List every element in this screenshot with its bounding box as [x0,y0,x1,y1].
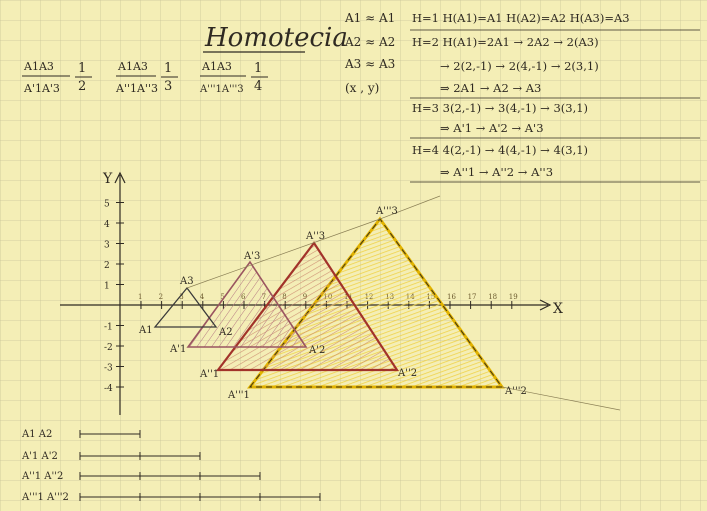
vertex-label: A'2 [308,345,325,356]
y-tick-label: 1 [104,282,110,292]
projection-ray [501,386,621,411]
triangle-2-pink [186,260,308,348]
y-tick-label: 5 [104,200,110,210]
page-title: Homotecia [204,23,348,53]
x-tick-label: 2 [159,293,163,301]
x-tick-label: 19 [509,293,518,301]
ratio-3: A1A3 A'''1A'''3 1 4 [199,60,268,95]
ratio-2: A1A3 A''1A''3 1 3 [115,60,178,95]
y-tick-label: -4 [104,384,113,394]
ratio-2-denominator: A''1A''3 [115,82,158,95]
ratio-1: A1A3 A'1A'3 1 2 [22,60,92,95]
vertex-label: A''3 [305,231,325,242]
y-tick-label: 2 [104,261,110,271]
ratio-2-numerator: A1A3 [117,60,148,73]
derivation-line: ⇒ A''1 → A''2 → A''3 [440,165,553,179]
ratio-1-value: 1 [78,61,86,76]
derivation-line: ⇒ 2A1 → A2 → A3 [440,81,541,95]
x-tick-label: 16 [447,293,456,301]
x-tick-label: 17 [468,293,477,301]
y-tick-label: -1 [104,323,113,333]
x-tick-label: 3 [179,293,183,301]
mapping-line: A1 ≈ A1 [344,11,395,25]
derivation-line: H=2 H(A1)=2A1 → 2A2 → 2(A3) [412,35,599,49]
derivation-line: → 2(2,-1) → 2(4,-1) → 2(3,1) [440,59,599,73]
y-tick-label: 3 [104,241,110,251]
segment-label: A''1 A''2 [21,471,63,482]
ratio-3-numerator: A1A3 [201,60,232,73]
derivation-line: H=3 3(2,-1) → 3(4,-1) → 3(3,1) [412,101,588,115]
vertex-label: A3 [179,276,194,287]
ratio-3-denominator: A'''1A'''3 [199,84,244,95]
x-tick-label: 1 [138,293,142,301]
ratio-1-numerator: A1A3 [23,60,54,73]
vertex-label: A'''1 [227,390,250,401]
ratio-1-denominator: A'1A'3 [23,82,60,95]
ratio-2-value: 1 [164,61,172,76]
ratio-1-den-value: 2 [78,79,86,94]
mapping-line: A2 ≈ A2 [344,35,395,49]
vertex-label: A''2 [397,368,417,379]
x-axis-label: X [553,301,563,317]
segment-label: A1 A2 [21,429,52,440]
vertex-label: A'1 [169,344,186,355]
mapping-column: A1 ≈ A1 A2 ≈ A2 A3 ≈ A3 (x , y) [344,11,395,95]
x-tick-label: 4 [200,293,205,301]
mapping-line: (x , y) [345,81,379,95]
y-tick-label: 4 [104,220,110,230]
vertex-label: A'3 [243,251,260,262]
y-tick-labels: 5 4 3 2 1 -1 -2 -3 -4 [104,200,124,394]
triangle-1 [153,286,218,328]
y-tick-label: -2 [104,343,113,353]
x-axis-arrow [539,299,552,311]
segment-label: A'1 A'2 [21,451,58,462]
y-axis-label: Y [102,171,113,187]
derivation-block: H=1 H(A1)=A1 H(A2)=A2 H(A3)=A3 H=2 H(A1)… [410,11,700,183]
ratio-2-den-value: 3 [164,79,172,94]
derivation-line: ⇒ A'1 → A'2 → A'3 [440,121,544,135]
derivation-line: H=1 H(A1)=A1 H(A2)=A2 H(A3)=A3 [412,11,630,25]
projection-ray [379,195,441,220]
vertex-label: A''1 [199,369,219,380]
projection-ray [186,218,381,289]
x-tick-label: 5 [220,293,224,301]
x-tick-label: 18 [488,293,497,301]
ratio-3-value: 1 [254,61,262,76]
vertex-label: A'''2 [504,386,527,397]
vertex-labels: A1 A2 A3 A'1 A'2 A'3 A''1 A''2 A''3 A'''… [138,206,527,401]
vertex-label: A1 [138,325,153,336]
segment-comparison: A1 A2 A'1 A'2 A''1 A''2 A'''1 A'''2 [21,429,321,503]
vertex-label: A2 [218,327,233,338]
derivation-line: H=4 4(2,-1) → 4(4,-1) → 4(3,1) [412,143,588,157]
y-axis-arrow [114,171,126,184]
vertex-label: A'''3 [375,206,398,217]
ratio-3-den-value: 4 [254,79,262,94]
segment-label: A'''1 A'''2 [21,492,69,503]
mapping-line: A3 ≈ A3 [344,57,395,71]
y-tick-label: -3 [104,364,113,374]
